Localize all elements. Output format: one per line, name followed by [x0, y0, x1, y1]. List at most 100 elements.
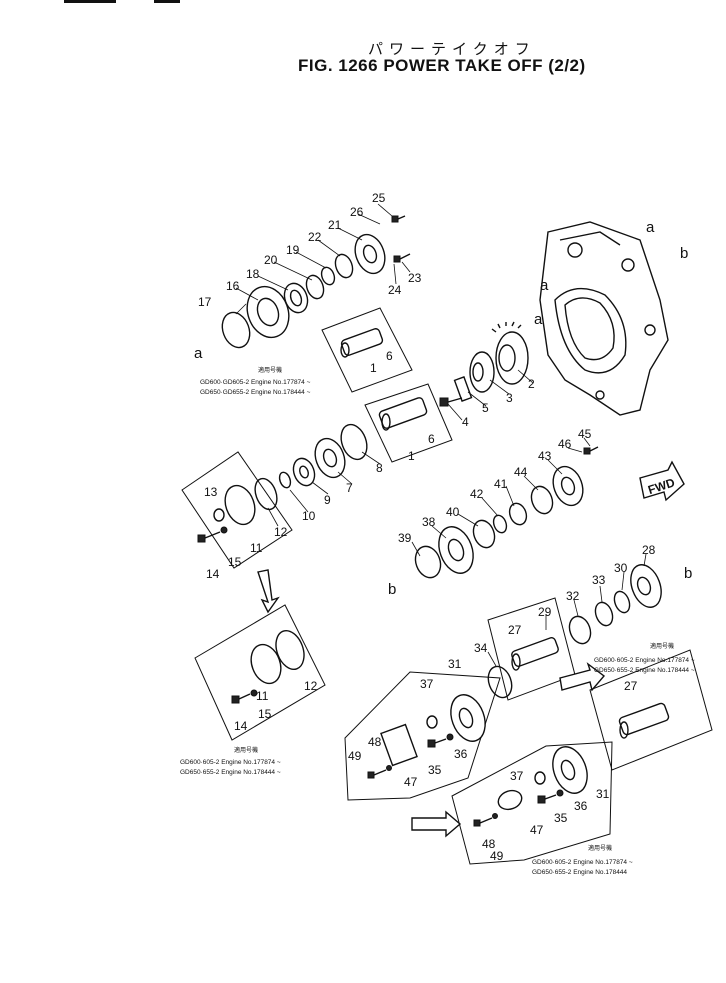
gear-28 — [630, 564, 662, 608]
arrow-right-icon — [411, 810, 462, 838]
note-left-line-2: GD650·655-2 Engine No.178444 ~ — [180, 769, 281, 776]
note-right-line-1: GD600·605-2 Engine No.177874 ~ — [594, 657, 695, 664]
callout-11b: 11 — [256, 689, 269, 703]
bolt-4 — [439, 397, 463, 407]
callout-48: 48 — [368, 735, 382, 749]
callout-6b: 6 — [428, 432, 435, 446]
callout-46: 46 — [558, 437, 572, 451]
callout-38: 38 — [422, 515, 436, 529]
callout-32: 32 — [566, 589, 580, 603]
callout-35: 35 — [428, 763, 442, 777]
connector-a4: a — [194, 345, 203, 362]
callout-18: 18 — [246, 267, 260, 281]
connector-labels: a b a a a b b — [194, 219, 692, 598]
box-shaft-27-alt — [589, 649, 713, 771]
bearing-20 — [305, 274, 325, 300]
box-cover-31-lower — [451, 741, 613, 865]
callout-27b: 27 — [624, 679, 638, 693]
note-left-line-1: GD600·605-2 Engine No.177874 ~ — [180, 759, 281, 766]
callout-36b: 36 — [574, 799, 588, 813]
seal-18 — [283, 282, 309, 314]
callout-9: 9 — [324, 493, 331, 507]
note-bottom-heading: 適用号機 — [588, 844, 612, 852]
cover-43 — [552, 465, 584, 507]
bearing-9 — [292, 457, 316, 487]
callout-37: 37 — [420, 677, 434, 691]
fwd-arrow-icon: FWD — [639, 460, 685, 502]
callout-15b: 15 — [258, 707, 272, 721]
snap-ring-10 — [278, 471, 292, 489]
callout-29: 29 — [538, 605, 552, 619]
oring-39 — [414, 545, 442, 579]
leader-lines — [235, 203, 647, 667]
bearing-32 — [568, 615, 592, 645]
gear-3 — [469, 351, 495, 393]
callout-3: 3 — [506, 391, 513, 405]
callout-34: 34 — [474, 641, 488, 655]
callout-labels: 1 6 1 6 2 3 4 5 7 8 9 10 11 12 13 14 15 … — [198, 191, 656, 863]
callout-28: 28 — [642, 543, 656, 557]
shaft-box-upper — [321, 307, 413, 393]
connector-a3: a — [534, 311, 543, 328]
callout-49b: 49 — [490, 849, 504, 863]
oring-8 — [340, 423, 368, 461]
callout-8: 8 — [376, 461, 383, 475]
oring-17 — [221, 311, 251, 349]
callout-43: 43 — [538, 449, 552, 463]
note-top-line-2: GD650·GD655-2 Engine No.178444 ~ — [200, 389, 311, 396]
callout-35b: 35 — [554, 811, 568, 825]
bearing-40 — [472, 519, 496, 549]
oring-44 — [530, 485, 554, 515]
note-bottom-line-2: GD650·655-2 Engine No.178444 — [532, 869, 627, 876]
callout-48b: 48 — [482, 837, 496, 851]
callout-13: 13 — [204, 485, 218, 499]
note-bottom-line-1: GD600·605-2 Engine No.177874 ~ — [532, 859, 633, 866]
shaft-box-lower — [364, 383, 453, 463]
note-right-line-2: GD650·655-2 Engine No.178444 ~ — [594, 667, 695, 674]
callout-20: 20 — [264, 253, 278, 267]
callout-26: 26 — [350, 205, 364, 219]
callout-37b: 37 — [510, 769, 524, 783]
callout-36: 36 — [454, 747, 468, 761]
scan-mark — [64, 0, 116, 3]
figure-title: FIG. 1266 POWER TAKE OFF (2/2) — [298, 56, 586, 75]
box-shaft-27 — [487, 597, 576, 701]
callout-12b: 12 — [304, 679, 318, 693]
callout-39: 39 — [398, 531, 412, 545]
callout-15: 15 — [228, 555, 242, 569]
note-top-heading: 適用号機 — [258, 366, 282, 374]
bolt-45 — [583, 446, 599, 455]
scan-mark — [154, 0, 180, 3]
title-japanese: パワーテイクオフ — [368, 40, 536, 58]
pto-housing — [539, 221, 669, 416]
callout-1: 1 — [370, 361, 377, 375]
box-left-upper — [181, 451, 293, 569]
callout-24: 24 — [388, 283, 402, 297]
connector-a2: a — [540, 277, 549, 294]
applicability-notes: 適用号機 GD600·GD605-2 Engine No.177874 ~ GD… — [180, 366, 695, 876]
box-left-lower — [194, 604, 326, 741]
callout-47b: 47 — [530, 823, 544, 837]
callout-10: 10 — [302, 509, 316, 523]
callout-42: 42 — [470, 487, 484, 501]
bearing-41 — [508, 502, 528, 526]
gear-2 — [491, 321, 529, 385]
callout-4: 4 — [462, 415, 469, 429]
callout-30: 30 — [614, 561, 628, 575]
callout-31: 31 — [448, 657, 462, 671]
arrow-down-icon — [257, 569, 280, 614]
callout-2: 2 — [528, 377, 535, 391]
callout-17: 17 — [198, 295, 212, 309]
connector-b2: b — [388, 581, 396, 598]
washer-5 — [453, 376, 473, 402]
callout-21: 21 — [328, 218, 342, 232]
callout-47: 47 — [404, 775, 418, 789]
callout-31b: 31 — [596, 787, 610, 801]
callout-11: 11 — [250, 541, 263, 555]
note-left-heading: 適用号機 — [234, 746, 258, 754]
callout-22: 22 — [308, 230, 322, 244]
note-top-line-1: GD600·GD605-2 Engine No.177874 ~ — [200, 379, 311, 386]
connector-b3: b — [684, 565, 692, 582]
callout-6: 6 — [386, 349, 393, 363]
